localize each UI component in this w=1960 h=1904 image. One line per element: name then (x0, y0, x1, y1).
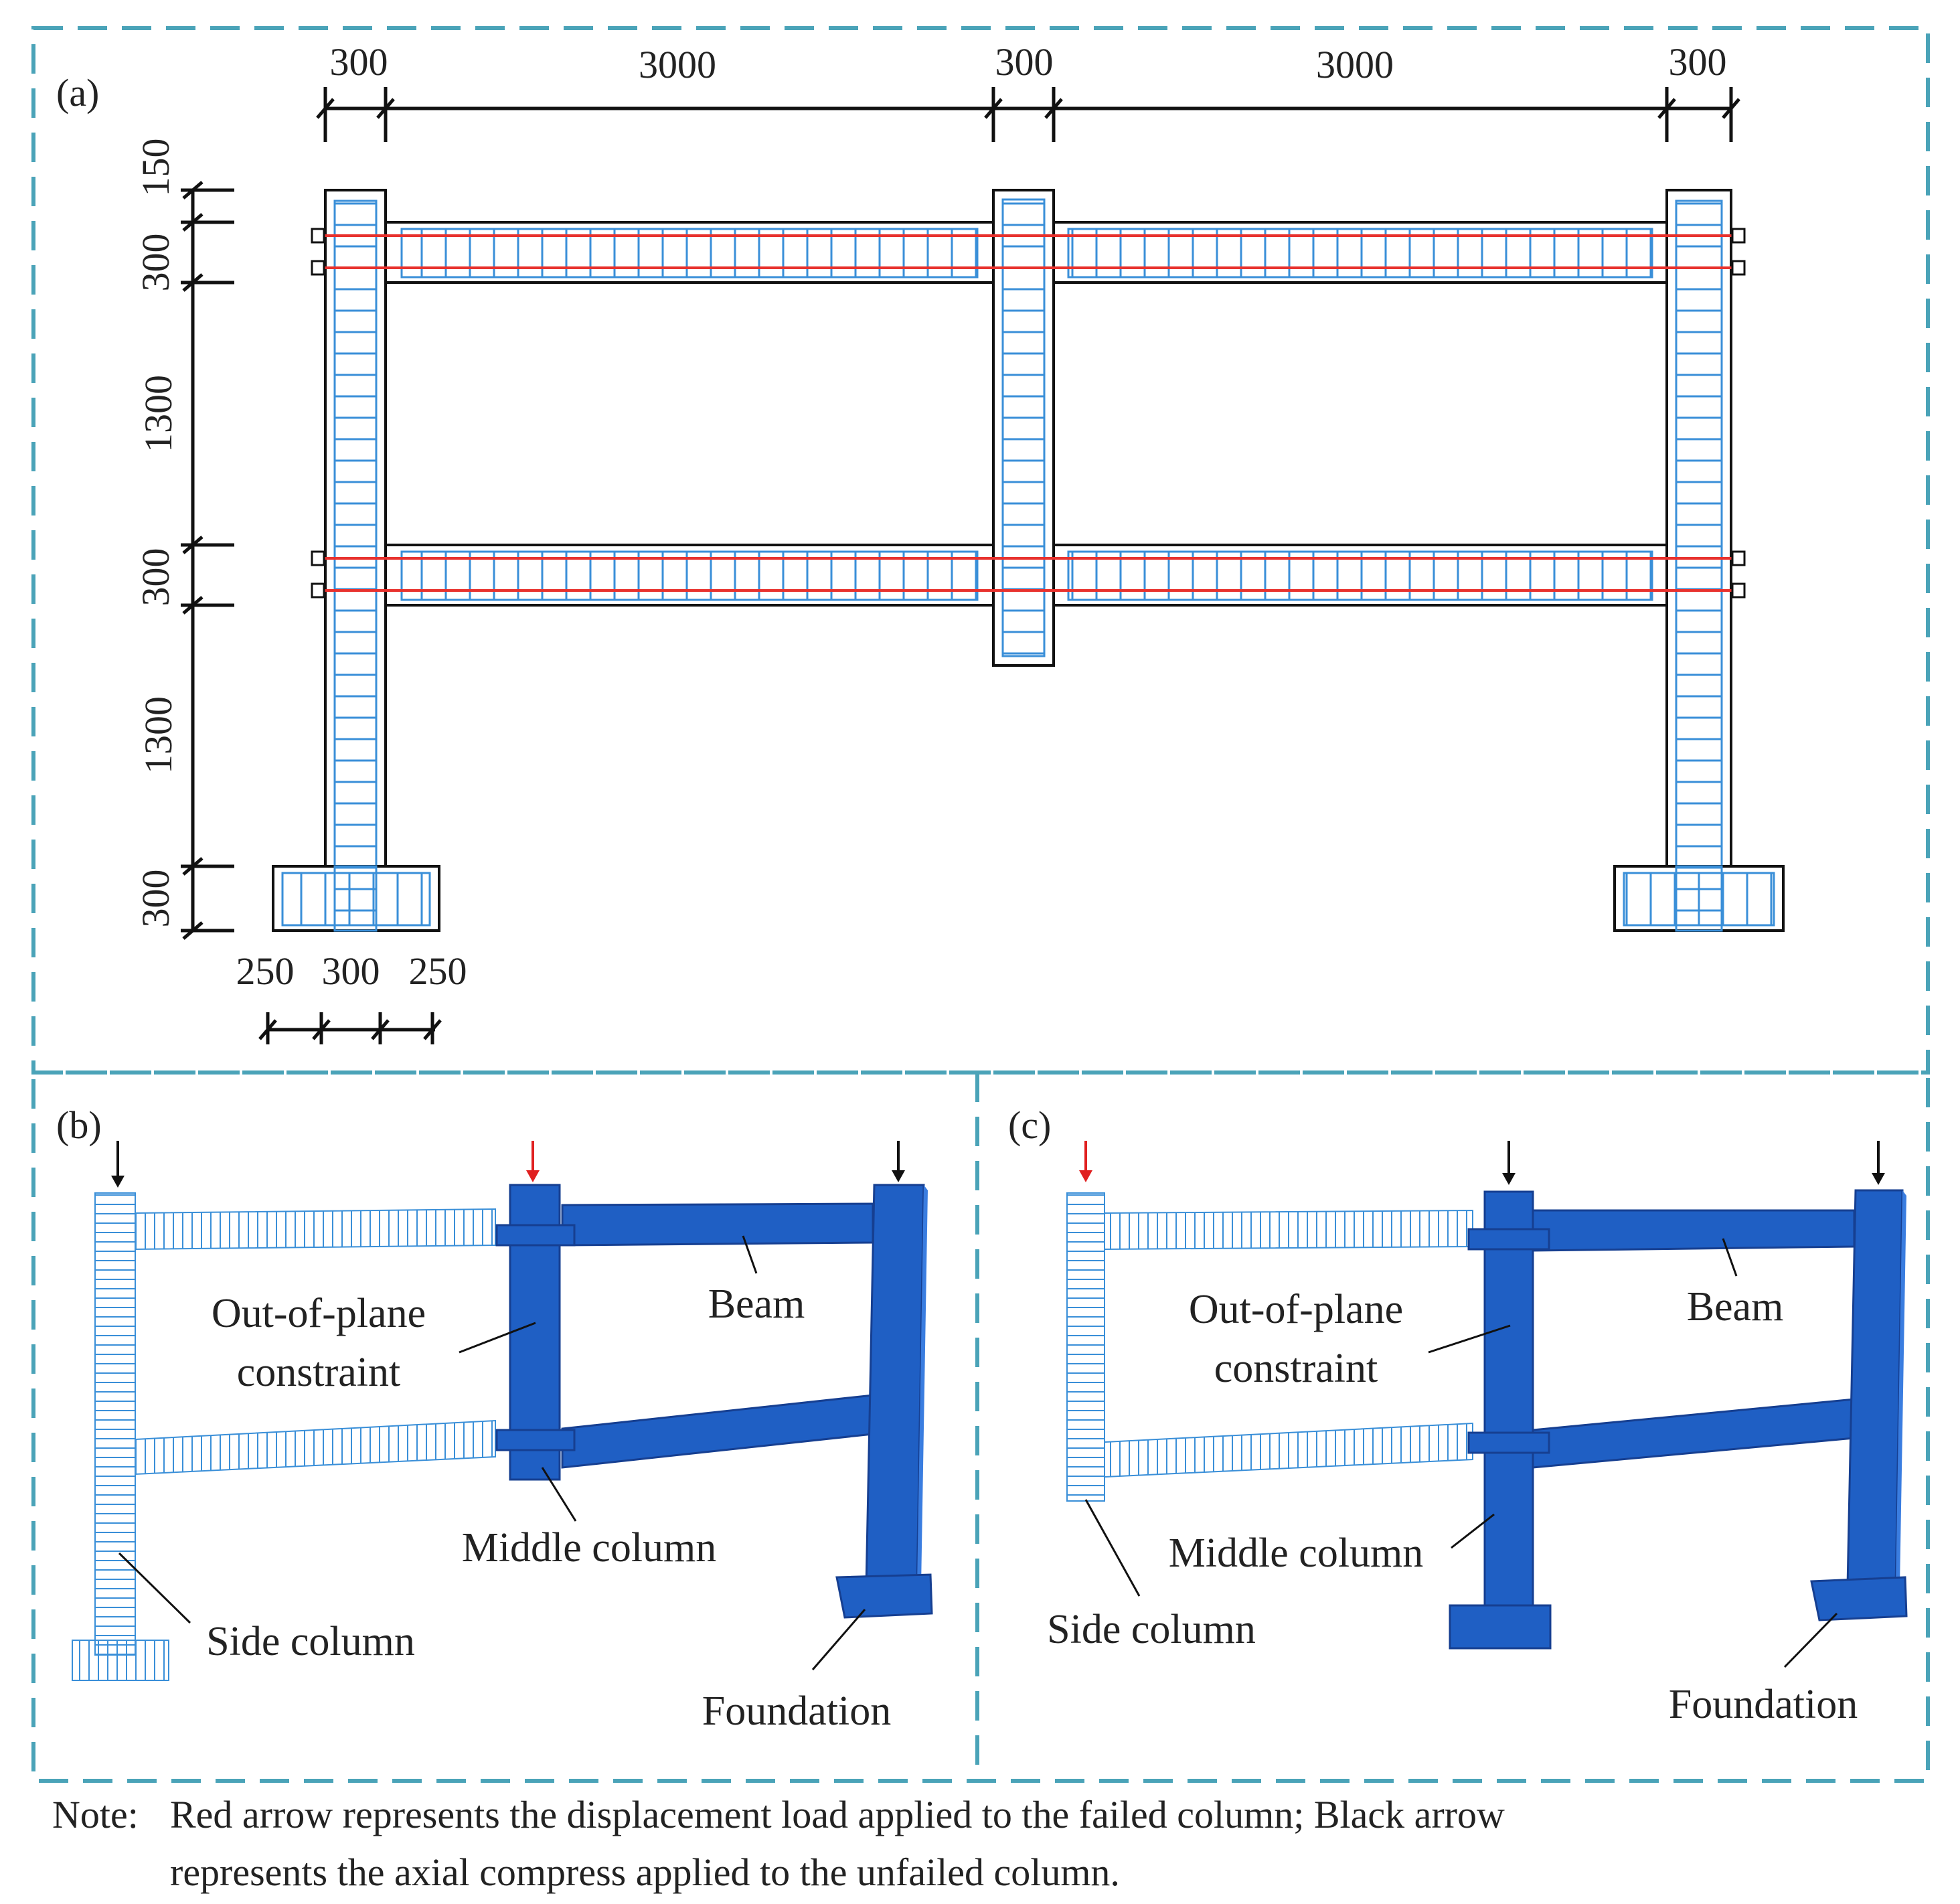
panel-a-border (31, 26, 1930, 1075)
c-load-arrows (1079, 1141, 1885, 1185)
frame-elevation (272, 189, 1785, 932)
left-dim-4: 300 (134, 548, 177, 607)
top-dim-1: 300 (330, 40, 388, 84)
top-dimension-chain (316, 87, 1740, 142)
b-load-arrows (111, 1141, 905, 1188)
b-solid-right-column (835, 1184, 933, 1619)
upper-beam-right (1052, 221, 1668, 284)
b-wire-side-column (72, 1192, 169, 1681)
left-dim-3: 1300 (137, 375, 180, 453)
c-solid-beams (1532, 1209, 1856, 1469)
c-solid-middle-column (1449, 1190, 1552, 1650)
panel-borders (31, 26, 1930, 1783)
left-dim-6: 300 (134, 870, 177, 928)
c-label-foundation: Foundation (1669, 1682, 1858, 1727)
left-dim-5: 1300 (137, 696, 180, 774)
b-label-constraint-2: constraint (237, 1350, 401, 1395)
anchor-plates (311, 228, 1746, 599)
b-wire-beams (135, 1208, 496, 1476)
c-leader-lines (1084, 1238, 1838, 1668)
c-label-constraint-2: constraint (1214, 1346, 1378, 1391)
model-b: Out-of-plane constraint Beam Middle colu… (72, 1141, 933, 1734)
right-side-column (1665, 189, 1732, 868)
left-dim-1: 150 (134, 139, 177, 197)
b-leader-lines (118, 1235, 866, 1670)
lower-beam-left (384, 544, 995, 607)
b-label-beam: Beam (708, 1281, 805, 1327)
left-foundation (272, 865, 440, 932)
bottom-dim-2: 300 (322, 949, 380, 993)
panel-c-label: (c) (1008, 1103, 1051, 1147)
left-dim-2: 300 (134, 234, 177, 292)
note-line-1: Red arrow represents the displacement lo… (170, 1793, 1505, 1836)
bottom-dimension-chain (258, 1012, 442, 1044)
top-dim-4: 3000 (1316, 43, 1394, 86)
note-line-2: represents the axial compress applied to… (170, 1850, 1120, 1894)
model-c: Out-of-plane constraint Beam Middle colu… (1047, 1141, 1908, 1727)
c-label-side-column: Side column (1047, 1607, 1256, 1652)
c-label-constraint-1: Out-of-plane (1189, 1287, 1403, 1332)
c-solid-right-column (1810, 1189, 1908, 1621)
b-label-constraint-1: Out-of-plane (212, 1291, 426, 1336)
lower-beam-right (1052, 544, 1668, 607)
c-wire-side-column (1066, 1192, 1105, 1502)
b-solid-middle-column (495, 1184, 576, 1481)
right-foundation (1613, 865, 1785, 932)
longitudinal-bars (315, 234, 1740, 592)
top-dim-2: 3000 (639, 43, 716, 86)
b-label-foundation: Foundation (702, 1688, 891, 1734)
c-label-middle-column: Middle column (1169, 1530, 1424, 1576)
bottom-dim-1: 250 (236, 949, 295, 993)
panel-bc-border (31, 1070, 1930, 1783)
b-label-middle-column: Middle column (462, 1525, 717, 1571)
left-side-column (324, 189, 387, 868)
left-dimension-chain (181, 181, 234, 940)
middle-column (992, 189, 1055, 667)
bottom-dim-3: 250 (409, 949, 467, 993)
c-label-beam: Beam (1687, 1284, 1784, 1330)
c-wire-beams (1104, 1209, 1473, 1478)
top-dim-5: 300 (1669, 40, 1727, 84)
panel-a-label: (a) (56, 71, 99, 114)
upper-beam-left (384, 221, 995, 284)
note-prefix: Note: (52, 1793, 139, 1836)
top-dim-3: 300 (995, 40, 1054, 84)
b-solid-beams (561, 1202, 874, 1469)
panel-b-label: (b) (56, 1103, 102, 1147)
b-label-side-column: Side column (206, 1619, 415, 1664)
